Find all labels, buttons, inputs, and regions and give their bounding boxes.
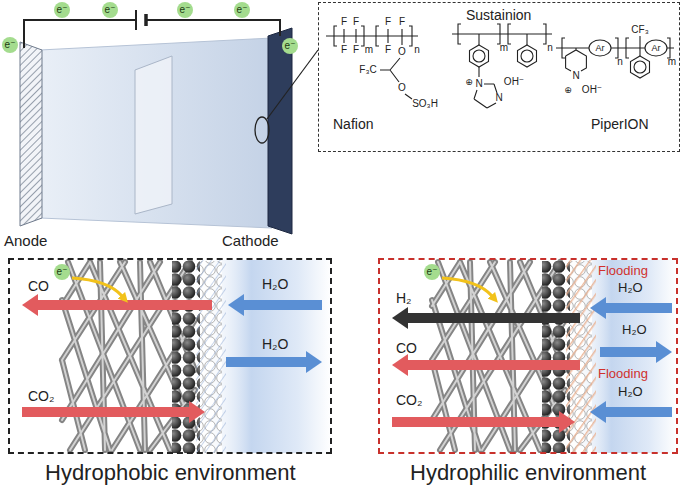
panel-caption: Hydrophilic environment (410, 460, 646, 486)
atom-label: SO₃H (412, 98, 438, 110)
atom-label: Ar (596, 43, 605, 54)
flooding-label: Flooding (598, 366, 648, 382)
charge-label: ⊕ (465, 77, 473, 88)
electron-label: e⁻ (180, 4, 191, 16)
atom-label: F (353, 16, 359, 28)
atom-label: F (341, 16, 347, 28)
atom-label: F (385, 44, 391, 56)
species-label: CO (28, 278, 49, 295)
subscript-label: n (547, 42, 553, 54)
electron-label: e⁻ (57, 266, 68, 278)
species-label: H₂O (618, 384, 643, 400)
species-label: H₂ (396, 290, 412, 307)
subscript-label: n (414, 44, 420, 56)
atom-label: F (399, 16, 405, 28)
polymer-name: PiperION (591, 116, 649, 133)
atom-label: F (341, 44, 347, 56)
electron-label: e⁻ (237, 4, 248, 16)
panel-caption: Hydrophobic environment (45, 460, 296, 486)
species-label: CO₂ (28, 388, 54, 405)
atom-label: N (572, 70, 579, 82)
atom-label: N (495, 92, 502, 104)
subscript-label: n (617, 56, 623, 68)
species-label: H₂O (262, 276, 288, 293)
species-label: H₂O (262, 336, 288, 353)
species-label: CO (396, 340, 417, 357)
polymer-name: Sustainion (466, 7, 531, 24)
atom-label: F (385, 16, 391, 28)
subscript-label: m (668, 56, 676, 68)
electron-label: e⁻ (427, 266, 438, 278)
species-label: CO₂ (396, 392, 422, 409)
electron-label: e⁻ (5, 39, 16, 51)
electrode-label: Cathode (222, 232, 279, 250)
polymer-panel: SustainionNafion PiperION (318, 2, 680, 152)
atom-label: CF₃ (631, 24, 648, 36)
electrode-label: Anode (4, 232, 47, 250)
electron-label: e⁻ (105, 4, 116, 16)
flooding-label: Flooding (598, 263, 648, 279)
species-label: H₂O (618, 280, 643, 296)
polymer-name: Nafion (333, 116, 373, 133)
electron-label: e⁻ (57, 4, 68, 16)
atom-label: O (398, 46, 406, 58)
atom-label: N (475, 78, 482, 90)
atom-label: OH⁻ (504, 76, 524, 88)
subscript-label: m (500, 42, 508, 54)
atom-label: Ar (652, 43, 661, 54)
subscript-label: m (365, 44, 373, 56)
atom-label: F₃C (359, 64, 376, 76)
charge-label: ⊕ (564, 85, 572, 96)
electron-label: e⁻ (285, 40, 296, 52)
species-label: H₂O (622, 322, 647, 338)
atom-label: F (353, 44, 359, 56)
atom-label: O (398, 82, 406, 94)
atom-label: OH⁻ (582, 84, 602, 96)
